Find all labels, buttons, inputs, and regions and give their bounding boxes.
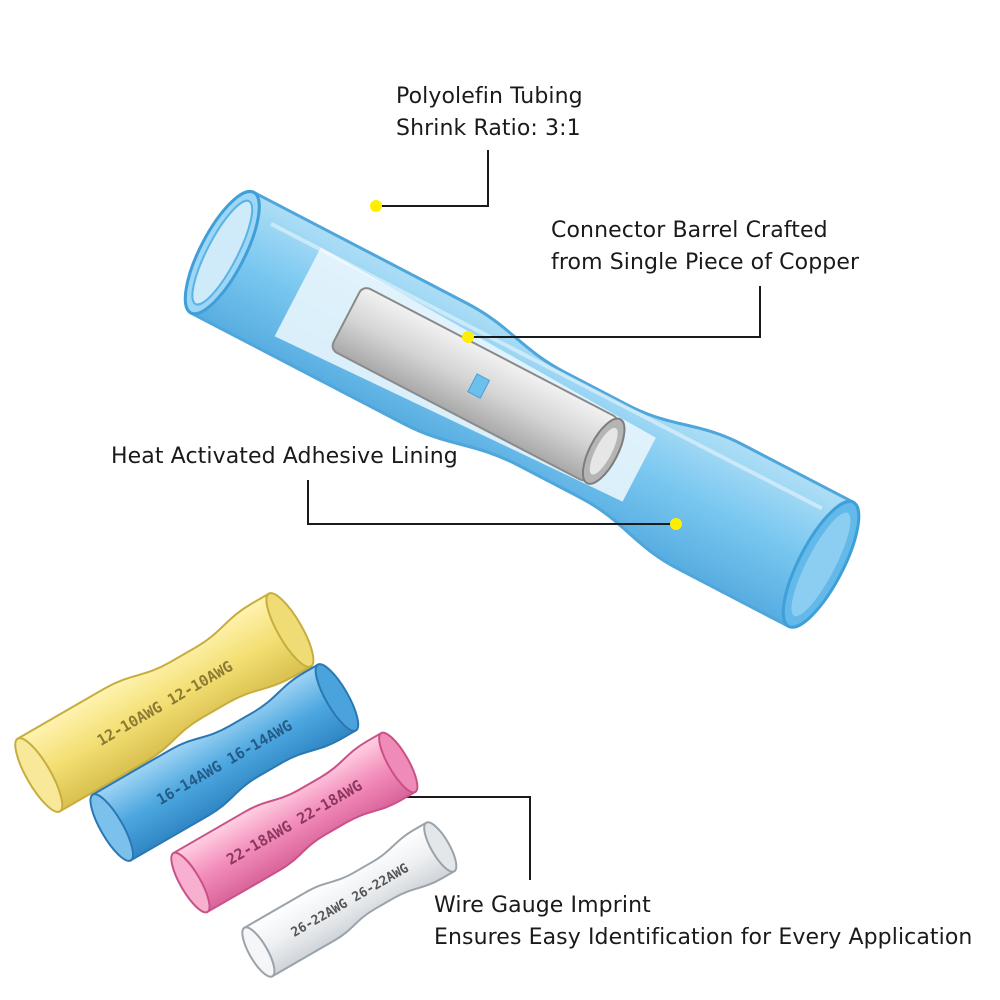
dot-tubing bbox=[370, 200, 382, 212]
leader-tubing bbox=[376, 150, 489, 207]
leader-barrel bbox=[468, 286, 761, 338]
callout-tubing: Polyolefin Tubing Shrink Ratio: 3:1 bbox=[396, 81, 583, 145]
barrel-center-stop bbox=[467, 373, 491, 399]
leader-imprint bbox=[368, 796, 531, 880]
callout-imprint: Wire Gauge Imprint Ensures Easy Identifi… bbox=[434, 890, 972, 954]
callout-barrel-line1: Connector Barrel Crafted bbox=[551, 218, 828, 243]
dot-barrel bbox=[462, 331, 474, 343]
callout-tubing-line2: Shrink Ratio: 3:1 bbox=[396, 116, 581, 141]
callout-imprint-line1: Wire Gauge Imprint bbox=[434, 893, 651, 918]
callout-barrel-line2: from Single Piece of Copper bbox=[551, 250, 860, 275]
main-connector-cutaway bbox=[183, 189, 861, 629]
blue-connector: 16-14AWG 16-14AWG bbox=[89, 663, 360, 862]
leader-adhesive bbox=[307, 480, 676, 525]
callout-tubing-line1: Polyolefin Tubing bbox=[396, 84, 583, 109]
dot-adhesive bbox=[670, 518, 682, 530]
callout-barrel: Connector Barrel Crafted from Single Pie… bbox=[551, 215, 859, 279]
callout-imprint-line2: Ensures Easy Identification for Every Ap… bbox=[434, 925, 973, 950]
callout-adhesive: Heat Activated Adhesive Lining bbox=[111, 441, 458, 473]
leader-lines bbox=[307, 150, 761, 880]
callout-adhesive-line1: Heat Activated Adhesive Lining bbox=[111, 444, 458, 469]
